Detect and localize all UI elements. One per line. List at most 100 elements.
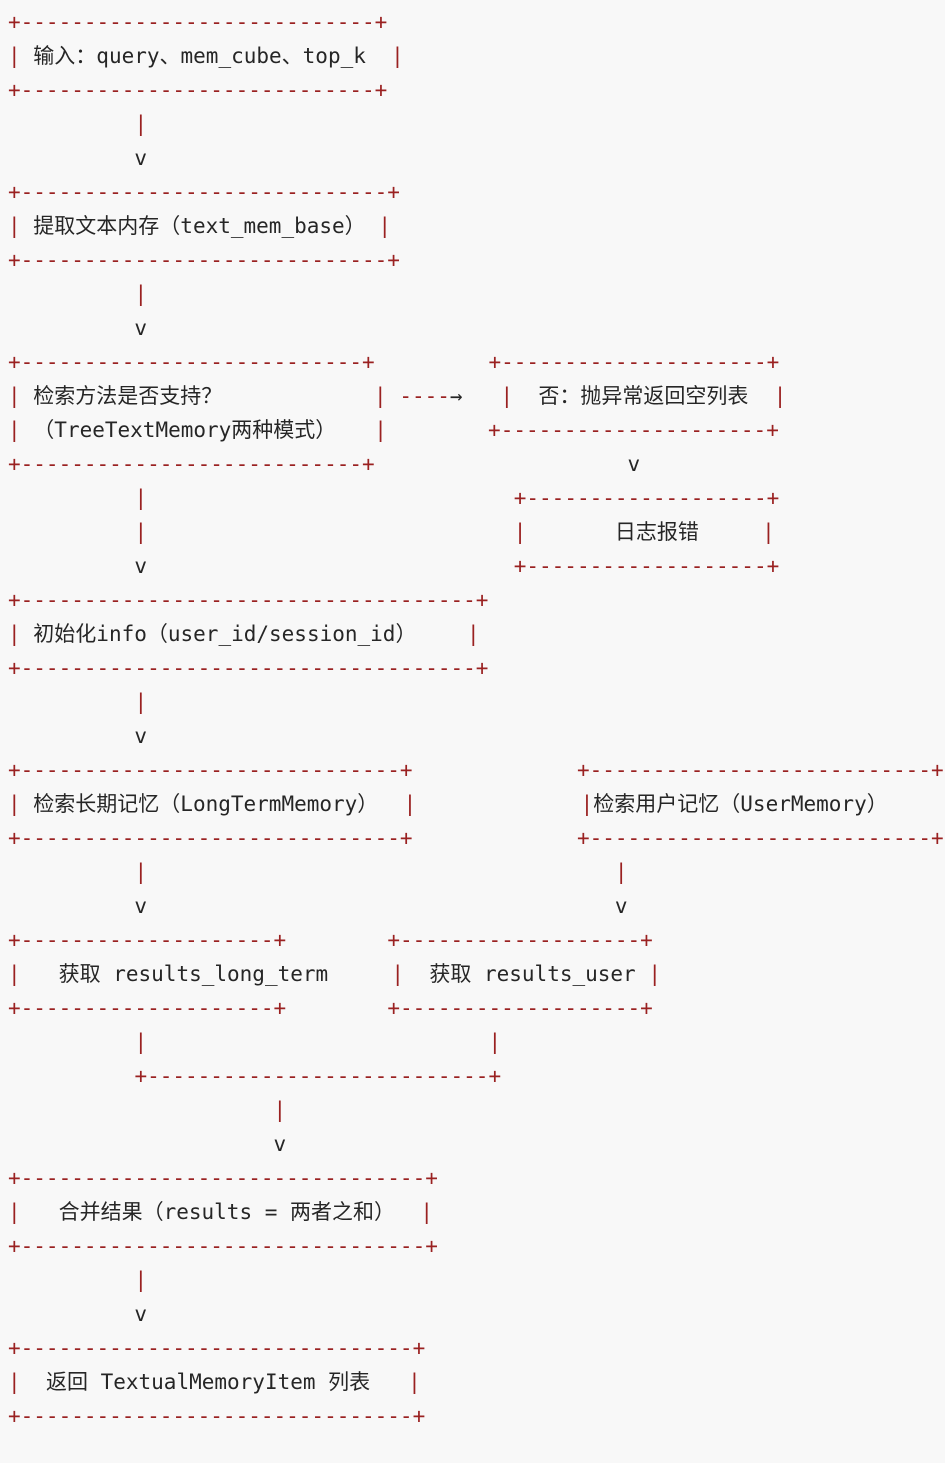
diagram-text: v	[374, 452, 641, 476]
frame-characters: |	[773, 384, 787, 408]
diagram-text	[147, 1030, 488, 1054]
diagram-text: →	[449, 384, 501, 408]
frame-characters: +-------------------------------+	[8, 1336, 426, 1360]
frame-characters: +-------------------+	[387, 996, 653, 1020]
frame-characters: |	[8, 1200, 21, 1224]
frame-characters: |	[374, 384, 387, 408]
diagram-text	[147, 860, 615, 884]
diagram-text: v	[8, 554, 514, 578]
frame-characters: |	[134, 860, 148, 884]
frame-characters: +------------------------------+	[8, 758, 413, 782]
frame-characters: |	[391, 962, 405, 986]
diagram-text	[413, 758, 577, 782]
frame-characters: +----------------------------+	[8, 10, 388, 34]
diagram-line: | 初始化info（user_id/session_id） |	[8, 617, 945, 651]
diagram-line: | | 日志报错 |	[8, 515, 945, 549]
diagram-line: |	[8, 107, 945, 141]
diagram-text: 获取 results_user	[404, 962, 649, 986]
diagram-text: 合并结果（results = 两者之和）	[20, 1200, 421, 1224]
frame-characters: |	[8, 962, 21, 986]
diagram-text: 检索方法是否支持？	[20, 384, 375, 408]
diagram-line: v	[8, 1127, 945, 1161]
diagram-text: 检索用户记忆（UserMemory）	[593, 792, 945, 816]
diagram-text	[8, 690, 134, 714]
diagram-text	[8, 1268, 134, 1292]
frame-characters: |	[134, 282, 148, 306]
diagram-line: +------------------------------------+	[8, 651, 945, 685]
diagram-text: 提取文本内存（text_mem_base）	[20, 214, 379, 238]
frame-characters: +------------------------------+	[8, 826, 413, 850]
diagram-line: +--------------------+ +----------------…	[8, 991, 945, 1025]
diagram-text: v	[8, 316, 148, 340]
frame-characters: +-------------------+	[513, 486, 780, 510]
frame-characters: |	[134, 520, 148, 544]
diagram-text	[387, 384, 400, 408]
diagram-line: | 检索长期记忆（LongTermMemory） | |检索用户记忆（UserM…	[8, 787, 945, 821]
frame-characters: +------------------------------------+	[8, 588, 489, 612]
diagram-line: v +-------------------+	[8, 549, 945, 583]
diagram-line: +----------------------------+	[8, 73, 945, 107]
frame-characters: |	[403, 792, 417, 816]
frame-characters: |	[408, 1370, 421, 1394]
frame-characters: +-----------------------------+	[8, 248, 400, 272]
frame-characters: |	[488, 1030, 502, 1054]
diagram-text: v	[8, 724, 148, 748]
diagram-line: | 合并结果（results = 两者之和） |	[8, 1195, 945, 1229]
diagram-text: 获取 results_long_term	[20, 962, 392, 986]
frame-characters: |	[8, 792, 21, 816]
frame-characters: |	[391, 44, 404, 68]
diagram-text: 否：抛异常返回空列表	[513, 384, 774, 408]
frame-characters: |	[374, 418, 387, 442]
frame-characters: |	[378, 214, 391, 238]
diagram-line: +---------------------------+ v	[8, 447, 945, 481]
diagram-line: | 返回 TextualMemoryItem 列表 |	[8, 1365, 945, 1399]
frame-characters: ----	[399, 384, 450, 408]
diagram-line: v	[8, 1297, 945, 1331]
frame-characters: +--------------------------------+	[8, 1166, 438, 1190]
diagram-text: 初始化info（user_id/session_id）	[20, 622, 468, 646]
frame-characters: +---------------------------+	[8, 350, 375, 374]
frame-characters: |	[8, 622, 21, 646]
diagram-line: +--------------------+ +----------------…	[8, 923, 945, 957]
diagram-line: +-------------------------------+	[8, 1399, 945, 1433]
diagram-line: | 输入：query、mem_cube、top_k |	[8, 39, 945, 73]
frame-characters: +----------------------------+	[8, 78, 388, 102]
frame-characters: |	[500, 384, 514, 408]
frame-characters: +-------------------+	[387, 928, 653, 952]
frame-characters: |	[134, 1030, 148, 1054]
diagram-text	[8, 486, 134, 510]
frame-characters: +---------------------------+	[8, 452, 375, 476]
diagram-text	[286, 996, 387, 1020]
frame-characters: +--------------------------------+	[8, 1234, 438, 1258]
diagram-line: | （TreeTextMemory两种模式） | +--------------…	[8, 413, 945, 447]
diagram-line: |	[8, 1093, 945, 1127]
frame-characters: |	[8, 1370, 21, 1394]
diagram-line: | |	[8, 1025, 945, 1059]
diagram-text: v	[8, 1132, 287, 1156]
diagram-text	[8, 112, 134, 136]
frame-characters: |	[467, 622, 480, 646]
diagram-line: v v	[8, 889, 945, 923]
diagram-line: +---------------------------+	[8, 1059, 945, 1093]
diagram-text	[8, 520, 134, 544]
frame-characters: +-------------------------------+	[8, 1404, 426, 1428]
frame-characters: |	[134, 690, 148, 714]
diagram-line: +---------------------------+ +---------…	[8, 345, 945, 379]
frame-characters: +-------------------+	[513, 554, 780, 578]
frame-characters: |	[8, 44, 21, 68]
diagram-text	[8, 282, 134, 306]
diagram-line: v	[8, 141, 945, 175]
diagram-line: | |	[8, 855, 945, 889]
frame-characters: |	[134, 112, 148, 136]
frame-characters: |	[8, 384, 21, 408]
diagram-line: +------------------------------+ +------…	[8, 753, 945, 787]
diagram-text	[375, 350, 489, 374]
frame-characters: |	[8, 418, 21, 442]
frame-characters: |	[580, 792, 594, 816]
diagram-line: +-----------------------------+	[8, 243, 945, 277]
frame-characters: |	[8, 214, 21, 238]
frame-characters: +--------------------+	[8, 996, 287, 1020]
diagram-text	[286, 928, 387, 952]
diagram-line: v	[8, 719, 945, 753]
